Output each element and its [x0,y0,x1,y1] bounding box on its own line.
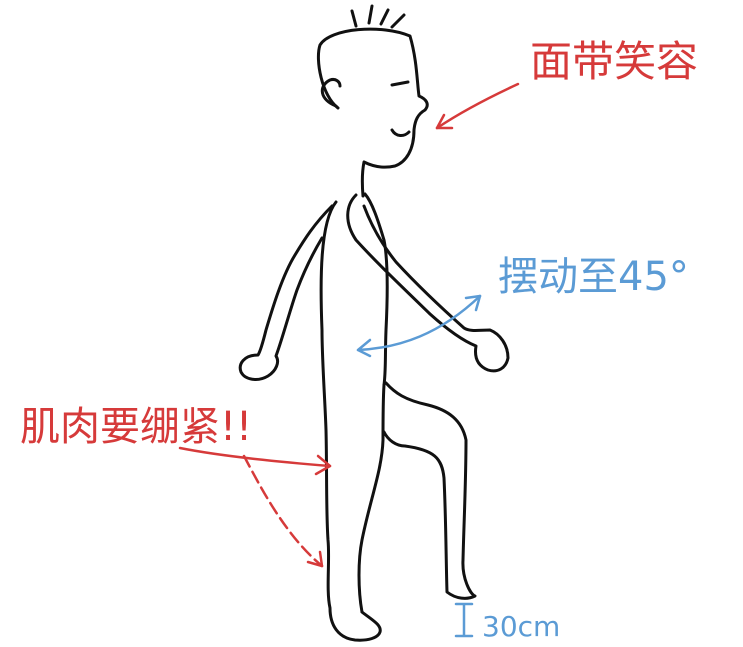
smile-label: 面带笑容 [530,37,698,86]
smile-arrow-head [437,115,452,128]
smile-mouth [392,130,409,136]
eye [392,82,408,85]
step-height-marker [456,604,472,636]
smile-arrow [437,84,518,128]
smile-arrow-shaft [437,84,518,128]
hair-strands [352,6,404,27]
walking-figure [240,6,508,640]
front-arm [348,195,508,371]
muscle-arrow-upper [180,448,330,466]
swing-label: 摆动至45° [498,254,689,300]
rear-leg-inner [359,385,384,612]
head-outline [318,29,427,196]
step-label: 30cm [482,610,560,643]
back-arm [240,206,332,379]
muscle-arrows [180,448,330,566]
muscle-label: 肌肉要绷紧!! [20,404,252,450]
front-leg [384,383,475,598]
step-marker-line [456,604,472,636]
swing-arc-head-left [358,340,370,356]
muscle-arrow-lower [244,456,322,566]
back-body-outline [321,202,380,640]
